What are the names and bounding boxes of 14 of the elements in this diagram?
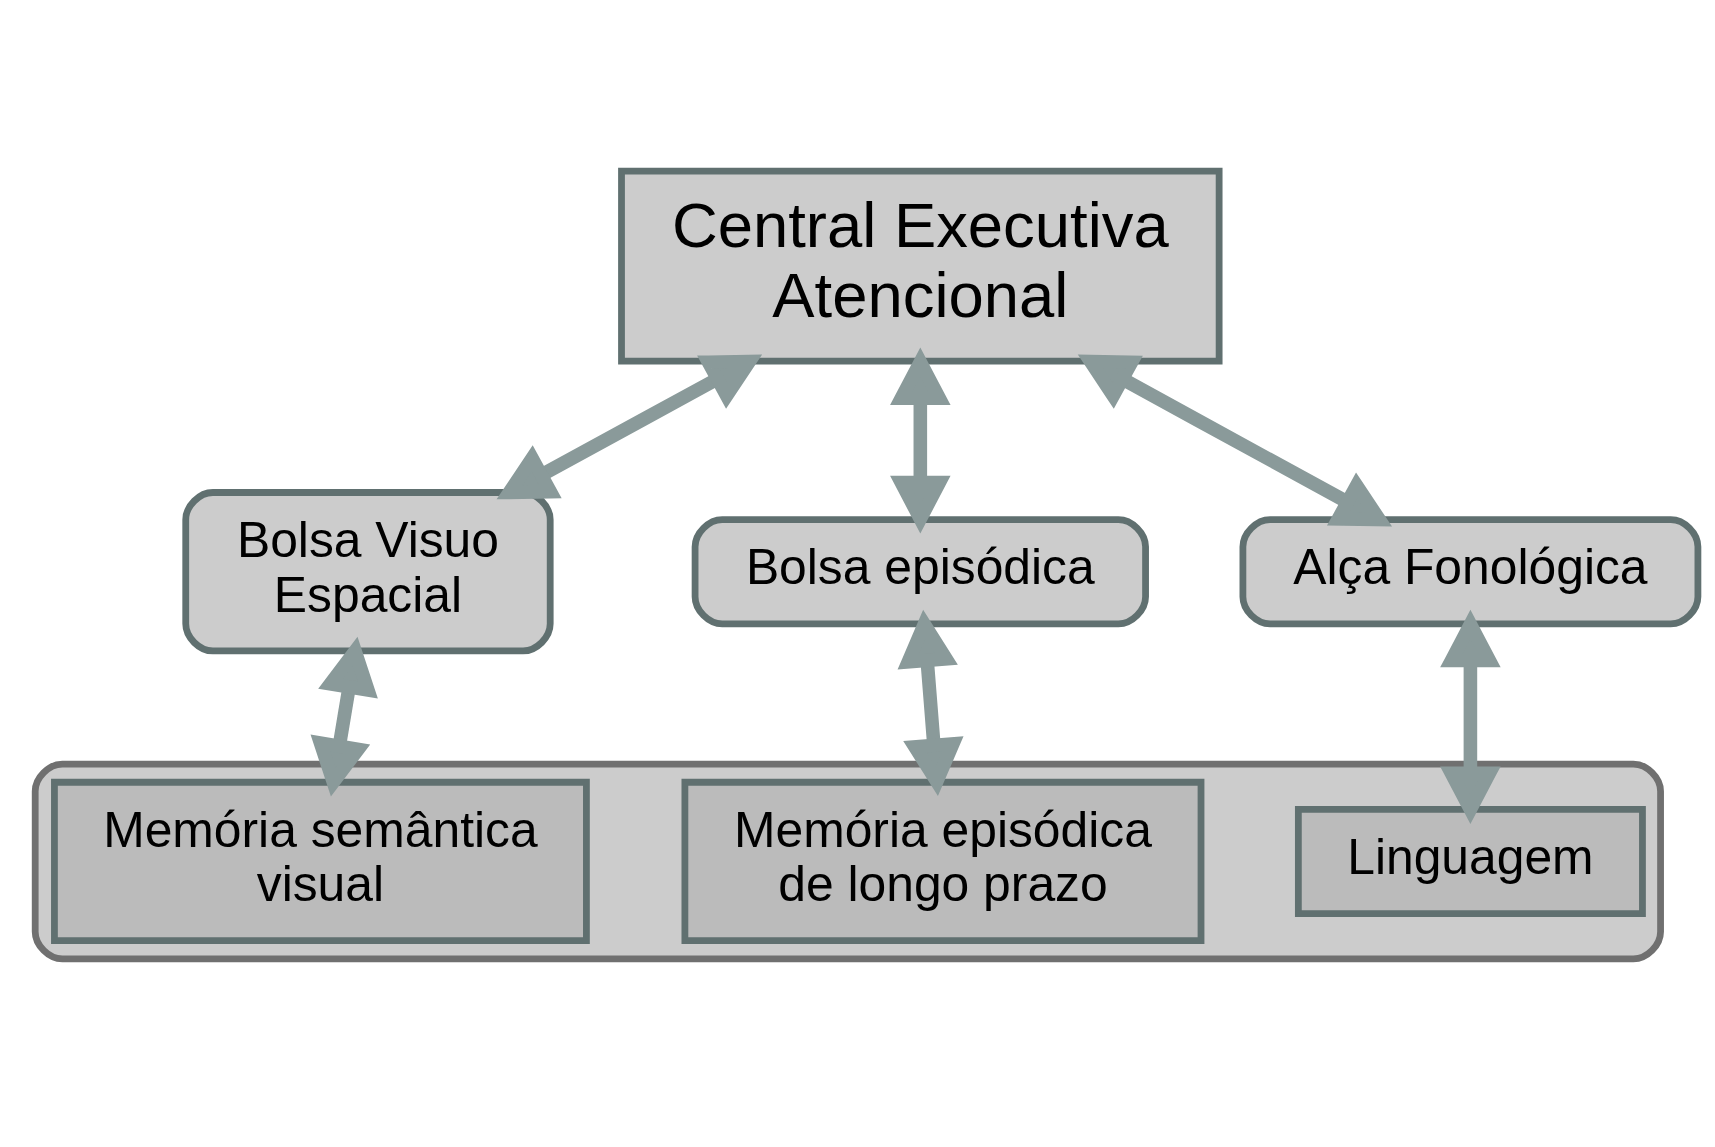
arrow: [1077, 354, 1393, 527]
arrow: [897, 609, 964, 796]
node-box: Linguagem: [1294, 805, 1646, 917]
cluster: [31, 760, 1664, 962]
arrow: [496, 354, 763, 499]
node-box: Memória episódica de longo prazo: [681, 778, 1205, 944]
node-box: Bolsa Visuo Espacial: [182, 488, 554, 654]
node-box: Bolsa episódica: [691, 515, 1149, 627]
node-box: Alça Fonológica: [1239, 515, 1702, 627]
node-box: Memória semântica visual: [51, 778, 590, 944]
arrow: [1440, 609, 1501, 824]
node-box: Central Executiva Atencional: [618, 167, 1223, 365]
arrow: [890, 346, 951, 533]
arrow: [310, 636, 378, 796]
